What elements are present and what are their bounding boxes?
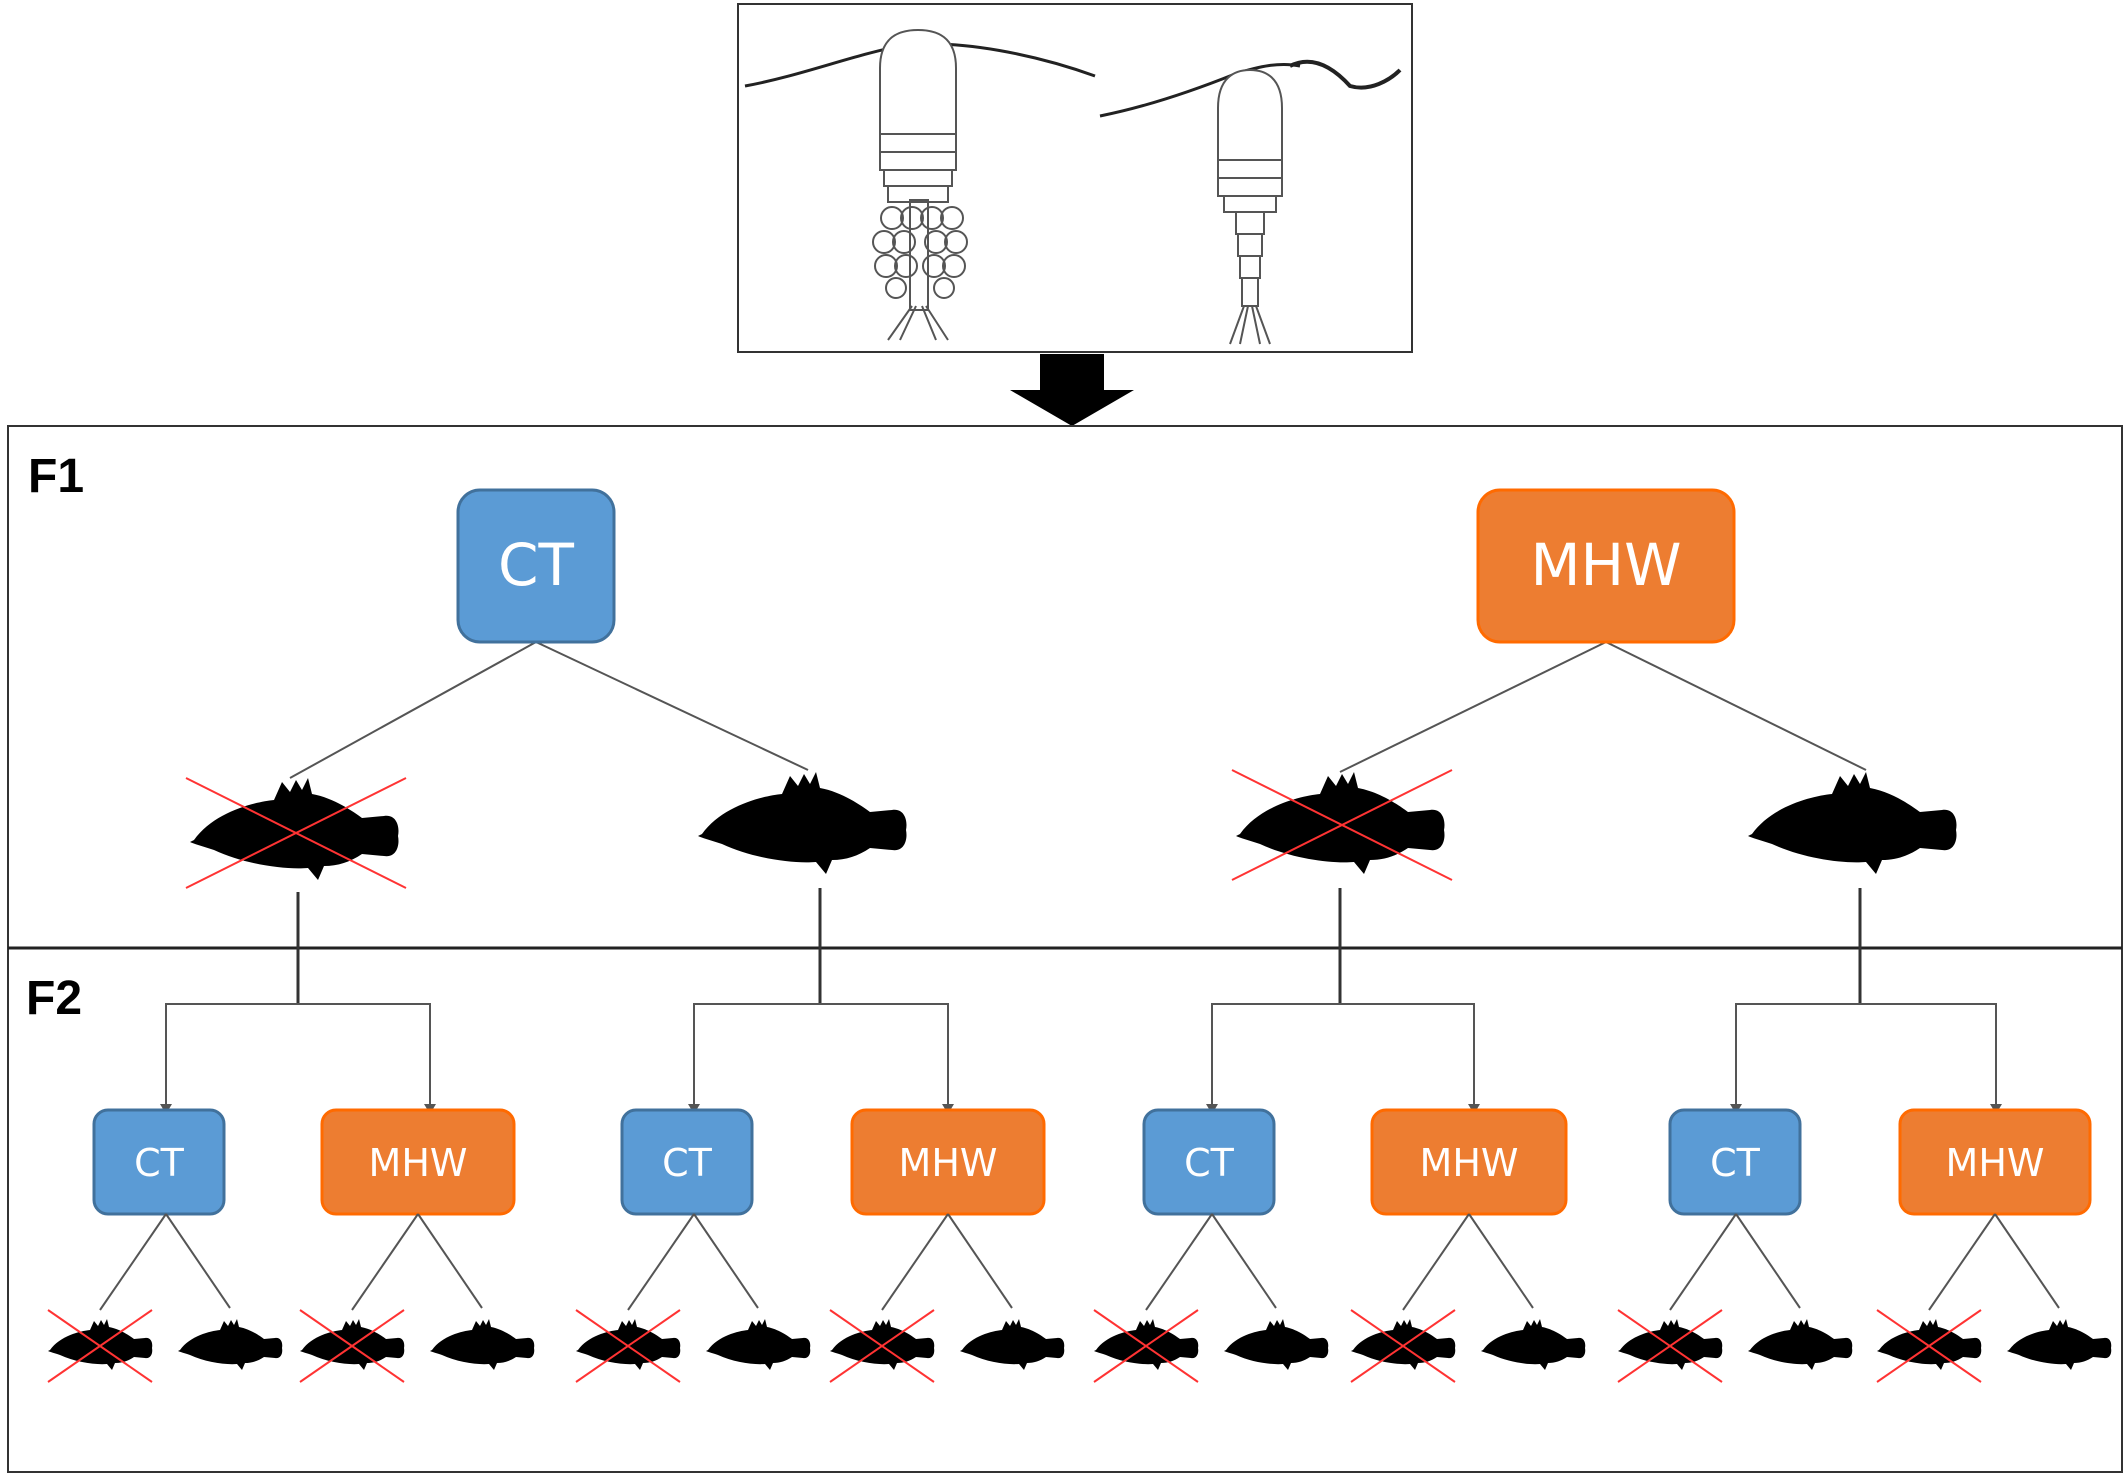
f2-treatment-mhw: MHW xyxy=(1898,1108,2092,1216)
ct-box xyxy=(620,1108,754,1216)
mhw-label: MHW xyxy=(1946,1141,2045,1185)
offspring-connector xyxy=(165,1213,231,1309)
f2-treatment-mhw: MHW xyxy=(850,1108,1046,1216)
offspring-connector xyxy=(881,1213,949,1311)
f2-treatment-ct: CT xyxy=(620,1108,754,1216)
offspring-connector xyxy=(99,1213,167,1311)
cross-icon xyxy=(1093,1309,1199,1383)
f2-offspring-pair-ct xyxy=(1093,1213,1329,1383)
f1-treatment-ct: CT xyxy=(456,488,616,644)
f2-treatment-mhw: MHW xyxy=(320,1108,516,1216)
crossed-out-fish-icon xyxy=(576,1319,681,1370)
fish-icon xyxy=(1224,1319,1329,1370)
male-copepod-icon xyxy=(1099,59,1402,345)
crossed-out-fish-icon xyxy=(1094,1319,1199,1370)
f2-treatment-mhw: MHW xyxy=(1370,1108,1568,1216)
f2-offspring xyxy=(47,1213,2112,1383)
fish-icon xyxy=(178,1319,283,1370)
cross-icon xyxy=(829,1309,935,1383)
offspring-connector xyxy=(1468,1213,1534,1309)
ct-label: CT xyxy=(1710,1141,1761,1185)
mhw-label: MHW xyxy=(369,1141,468,1185)
mhw-box xyxy=(1476,488,1736,644)
ct-box xyxy=(92,1108,226,1216)
cross-icon xyxy=(575,1309,681,1383)
fish-icon xyxy=(2007,1319,2112,1370)
fish-icon xyxy=(1748,1319,1853,1370)
copepod-illustration xyxy=(737,3,1413,353)
cross-icon xyxy=(1350,1309,1456,1383)
crossed-out-fish-icon xyxy=(1351,1319,1456,1370)
ct-label: CT xyxy=(1184,1141,1235,1185)
fish-icon xyxy=(960,1319,1065,1370)
offspring-connector xyxy=(417,1213,483,1309)
cross-icon xyxy=(1876,1309,1982,1383)
f2-offspring-pair-mhw xyxy=(1876,1213,2112,1383)
offspring-connector xyxy=(947,1213,1013,1309)
f1-treatment-mhw: MHW xyxy=(1476,488,1736,644)
f2-offspring-pair-ct xyxy=(1617,1213,1853,1383)
f1-fish-mhw-kept xyxy=(1748,772,1957,874)
female-copepod-icon xyxy=(744,28,1096,341)
fish-icon xyxy=(190,778,399,880)
fish-icon xyxy=(430,1319,535,1370)
offspring-connector xyxy=(693,1213,759,1309)
fish-icon xyxy=(698,772,907,874)
fish-icon xyxy=(1748,772,1957,874)
crossed-out-fish-icon xyxy=(1877,1319,1982,1370)
offspring-connector xyxy=(1211,1213,1277,1309)
offspring-connector xyxy=(1145,1213,1213,1311)
offspring-connector xyxy=(1994,1213,2060,1309)
ct-box xyxy=(456,488,616,644)
fish-icon xyxy=(1481,1319,1586,1370)
cross-icon xyxy=(299,1309,405,1383)
f2-treatment-ct: CT xyxy=(92,1108,226,1216)
f2-offspring-pair-ct xyxy=(575,1213,811,1383)
crossed-out-fish-icon xyxy=(48,1319,153,1370)
f2-branch-connectors xyxy=(165,1003,1997,1112)
f1-connectors xyxy=(289,641,1867,779)
f2-treatments: CT MHW CT MHW CT MHW CT MHW xyxy=(92,1108,2092,1216)
cross-icon xyxy=(185,777,407,889)
f2-label: F2 xyxy=(26,972,82,1025)
mhw-label: MHW xyxy=(899,1141,998,1185)
offspring-connector xyxy=(1735,1213,1801,1309)
crossed-out-fish-icon xyxy=(1618,1319,1723,1370)
mhw-label: MHW xyxy=(1530,531,1681,599)
crossed-out-fish-icon xyxy=(830,1319,935,1370)
f1-fish-ct-discarded xyxy=(185,777,407,889)
mhw-label: MHW xyxy=(1420,1141,1519,1185)
offspring-connector xyxy=(1669,1213,1737,1311)
down-arrow-icon xyxy=(1010,354,1134,426)
ct-label: CT xyxy=(498,531,574,599)
f2-offspring-pair-mhw xyxy=(829,1213,1065,1383)
offspring-connector xyxy=(627,1213,695,1311)
f2-offspring-pair-ct xyxy=(47,1213,283,1383)
f2-offspring-pair-mhw xyxy=(299,1213,535,1383)
illustration-frame xyxy=(737,3,1413,353)
f1-fish-ct-kept xyxy=(698,772,907,874)
offspring-connector xyxy=(1928,1213,1996,1311)
ct-label: CT xyxy=(662,1141,713,1185)
fish-icon xyxy=(706,1319,811,1370)
cross-icon xyxy=(1617,1309,1723,1383)
cross-icon xyxy=(1231,769,1453,881)
f2-treatment-ct: CT xyxy=(1142,1108,1276,1216)
f2-offspring-pair-mhw xyxy=(1350,1213,1586,1383)
f1-to-f2-connectors xyxy=(296,888,1862,1004)
f2-treatment-ct: CT xyxy=(1668,1108,1802,1216)
ct-label: CT xyxy=(134,1141,185,1185)
offspring-connector xyxy=(1402,1213,1470,1311)
offspring-connector xyxy=(351,1213,419,1311)
f1-fish-mhw-discarded xyxy=(1231,769,1453,881)
ct-box xyxy=(1142,1108,1276,1216)
cross-icon xyxy=(47,1309,153,1383)
f1-label: F1 xyxy=(28,450,84,503)
crossed-out-fish-icon xyxy=(300,1319,405,1370)
